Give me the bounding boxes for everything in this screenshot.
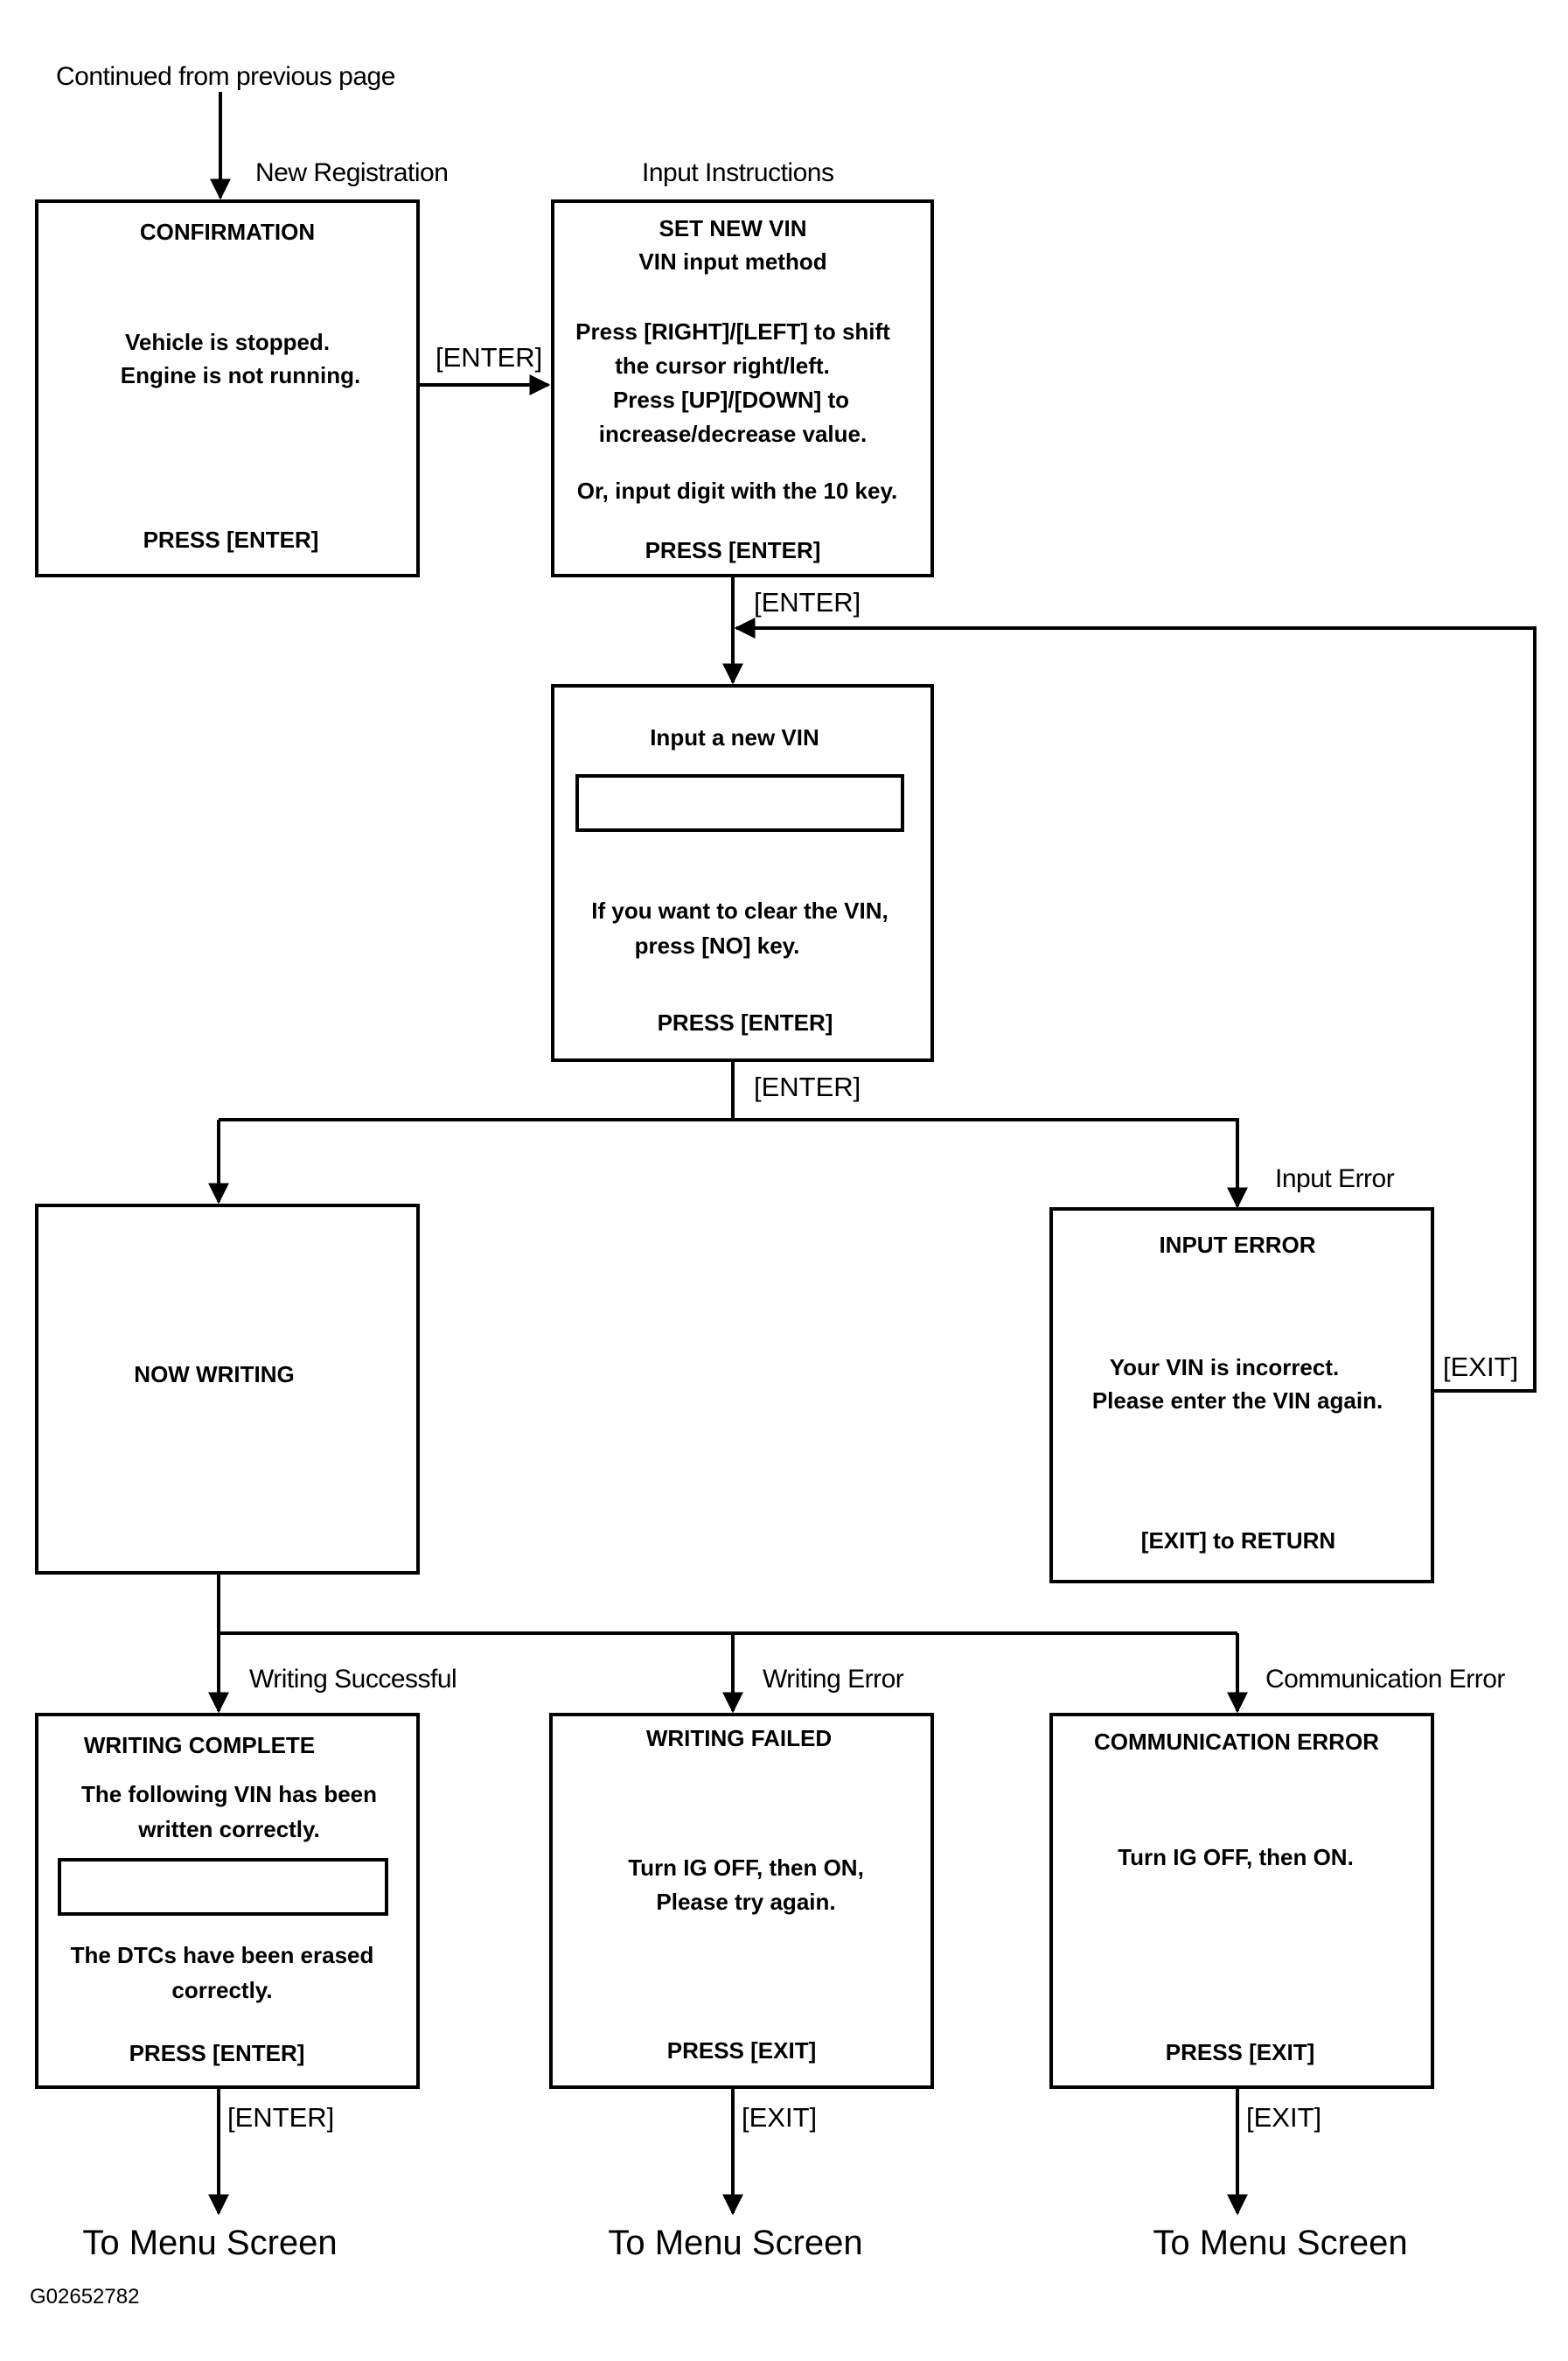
set-new-vin-line4: increase/decrease value. bbox=[598, 421, 868, 447]
edge-enter-complete: [ENTER] bbox=[227, 2102, 335, 2133]
communication-error-box bbox=[1049, 1713, 1434, 2089]
edge-exit-return: [EXIT] bbox=[1443, 1352, 1519, 1382]
writing-complete-title: WRITING COMPLETE bbox=[83, 1732, 316, 1758]
set-new-vin-action: PRESS [ENTER] bbox=[645, 537, 821, 563]
written-vin-field bbox=[58, 1858, 388, 1916]
arrow-branch-to-inputerror bbox=[733, 1118, 1248, 1209]
confirmation-line2: Engine is not running. bbox=[120, 362, 361, 388]
writing-complete-line4: correctly. bbox=[171, 1977, 273, 2003]
now-writing-title: NOW WRITING bbox=[134, 1361, 295, 1387]
writing-successful-label: Writing Successful bbox=[249, 1665, 457, 1694]
new-registration-label: New Registration bbox=[255, 158, 449, 187]
arrow-error-loop-back bbox=[734, 618, 1537, 1393]
to-menu-screen-1: To Menu Screen bbox=[82, 2224, 338, 2262]
writing-failed-line2: Please try again. bbox=[656, 1889, 836, 1915]
input-instructions-label: Input Instructions bbox=[642, 158, 834, 187]
writing-failed-action: PRESS [EXIT] bbox=[666, 2037, 817, 2064]
communication-error-action: PRESS [EXIT] bbox=[1165, 2039, 1315, 2065]
writing-failed-title: WRITING FAILED bbox=[645, 1725, 833, 1751]
communication-error-line1: Turn IG OFF, then ON. bbox=[1118, 1844, 1354, 1870]
to-menu-screen-2: To Menu Screen bbox=[608, 2224, 863, 2262]
input-vin-line1: If you want to clear the VIN, bbox=[591, 898, 889, 924]
writing-complete-line1: The following VIN has been bbox=[80, 1781, 378, 1807]
writing-failed-line1: Turn IG OFF, then ON, bbox=[628, 1855, 864, 1881]
input-error-line2: Please enter the VIN again. bbox=[1091, 1387, 1383, 1414]
set-new-vin-box bbox=[551, 199, 934, 577]
communication-error-label: Communication Error bbox=[1265, 1665, 1505, 1694]
to-menu-screen-3: To Menu Screen bbox=[1153, 2224, 1408, 2262]
line-writing-branch bbox=[217, 1575, 1237, 1635]
now-writing-box bbox=[35, 1204, 420, 1575]
input-vin-box bbox=[551, 684, 934, 1062]
input-error-line1: Your VIN is incorrect. bbox=[1109, 1354, 1340, 1380]
confirmation-line1: Vehicle is stopped. bbox=[124, 329, 331, 355]
input-vin-action: PRESS [ENTER] bbox=[657, 1009, 833, 1036]
writing-complete-line2: written correctly. bbox=[138, 1816, 320, 1842]
figure-id: G02652782 bbox=[30, 2285, 140, 2309]
confirmation-title: CONFIRMATION bbox=[139, 219, 316, 245]
input-error-title: INPUT ERROR bbox=[1159, 1232, 1316, 1258]
set-new-vin-line1: Press [RIGHT]/[LEFT] to shift bbox=[575, 318, 890, 345]
edge-enter-1: [ENTER] bbox=[436, 342, 543, 373]
writing-failed-box bbox=[549, 1713, 934, 2089]
input-error-action: [EXIT] to RETURN bbox=[1140, 1527, 1336, 1554]
input-error-box bbox=[1049, 1207, 1434, 1583]
edge-exit-failed: [EXIT] bbox=[742, 2102, 818, 2133]
set-new-vin-line3: Press [UP]/[DOWN] to bbox=[612, 387, 850, 413]
confirmation-action: PRESS [ENTER] bbox=[143, 527, 319, 553]
set-new-vin-title: SET NEW VIN bbox=[659, 215, 807, 241]
communication-error-title: COMMUNICATION ERROR bbox=[1094, 1729, 1379, 1755]
writing-complete-line3: The DTCs have been erased bbox=[70, 1942, 374, 1968]
input-vin-title: Input a new VIN bbox=[650, 724, 819, 751]
writing-error-label: Writing Error bbox=[763, 1665, 904, 1694]
vin-input-field bbox=[575, 774, 904, 832]
edge-enter-2: [ENTER] bbox=[754, 587, 861, 618]
set-new-vin-subtitle: VIN input method bbox=[638, 248, 827, 275]
input-error-label: Input Error bbox=[1275, 1164, 1395, 1193]
edge-enter-3: [ENTER] bbox=[754, 1072, 861, 1102]
edge-exit-comm: [EXIT] bbox=[1246, 2102, 1322, 2133]
confirmation-box bbox=[35, 199, 420, 577]
set-new-vin-line5: Or, input digit with the 10 key. bbox=[576, 478, 898, 504]
input-vin-line2: press [NO] key. bbox=[634, 933, 800, 959]
continued-label: Continued from previous page bbox=[56, 62, 395, 91]
set-new-vin-line2: the cursor right/left. bbox=[615, 353, 830, 379]
writing-complete-action: PRESS [ENTER] bbox=[129, 2040, 305, 2066]
